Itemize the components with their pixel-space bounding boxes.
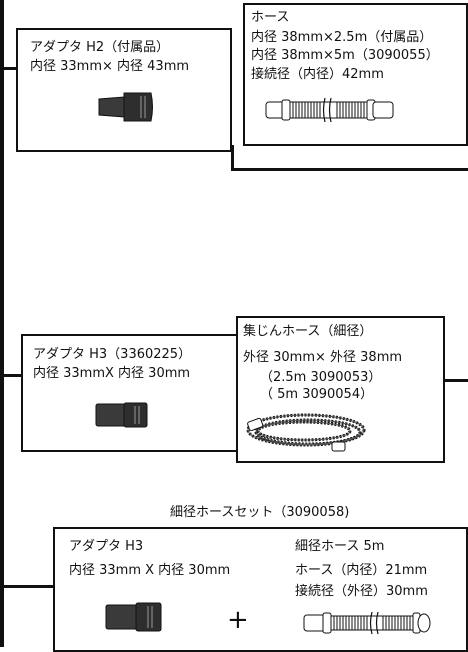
hose-line2: 内径 38mm×5m（3090055） — [251, 48, 439, 63]
thin-hose-set-heading: 細径ホースセット（3090058) — [170, 505, 350, 520]
adapter-h3-spec: 内径 33mmX 内径 30mm — [33, 366, 191, 381]
connector-adapter-h2 — [0, 67, 18, 70]
connector-hose-horizontal — [231, 168, 468, 171]
hose-icon — [265, 97, 394, 123]
adapter-h2-title: アダプタ H2（付属品） — [30, 40, 170, 55]
connector-hose-vertical — [231, 145, 234, 170]
dust-hose-box: 集じんホース（細径） 外径 30mm× 外径 38mm （2.5m 309005… — [236, 316, 445, 463]
thin-hose-line1: ホース（内径）21mm — [295, 563, 428, 578]
thin-hose-title: 細径ホース 5m — [295, 539, 385, 554]
dust-hose-part1: （2.5m 3090053） — [260, 370, 382, 385]
adapter-h3-title: アダプタ H3（3360225） — [33, 347, 192, 362]
dust-hose-part2: （ 5m 3090054） — [260, 387, 374, 402]
main-vertical-line — [0, 0, 4, 647]
coiled-hose-icon — [246, 413, 366, 452]
hose-line3: 接続径（内径）42mm — [251, 67, 384, 82]
plus-sign: + — [227, 605, 249, 635]
adapter-h2-spec: 内径 33mm× 内径 43mm — [30, 59, 190, 74]
connector-dust-hose — [443, 379, 468, 382]
thin-adapter-title: アダプタ H3 — [69, 539, 144, 554]
thin-adapter-spec: 内径 33mm X 内径 30mm — [69, 563, 231, 578]
connector-thin-hose-set — [0, 585, 55, 588]
adapter-h2-box: アダプタ H2（付属品） 内径 33mm× 内径 43mm — [16, 28, 232, 152]
adapter-icon — [95, 402, 148, 428]
thin-hose-icon — [303, 611, 431, 635]
hose-line1: 内径 38mm×2.5m（付属品） — [251, 30, 433, 45]
thin-hose-line2: 接続径（外径）30mm — [295, 584, 428, 599]
dust-hose-title: 集じんホース（細径） — [243, 324, 373, 339]
dust-hose-spec: 外径 30mm× 外径 38mm — [243, 350, 403, 365]
adapter-icon — [105, 602, 162, 632]
hose-box: ホース 内径 38mm×2.5m（付属品） 内径 38mm×5m（3090055… — [243, 3, 468, 146]
thin-hose-set-box: アダプタ H3 内径 33mm X 内径 30mm + 細径ホース 5m ホース… — [53, 527, 468, 652]
adapter-icon — [98, 92, 153, 122]
connector-adapter-h3 — [0, 374, 22, 377]
adapter-h3-box: アダプタ H3（3360225） 内径 33mmX 内径 30mm — [21, 334, 238, 452]
hose-title: ホース — [251, 10, 290, 25]
